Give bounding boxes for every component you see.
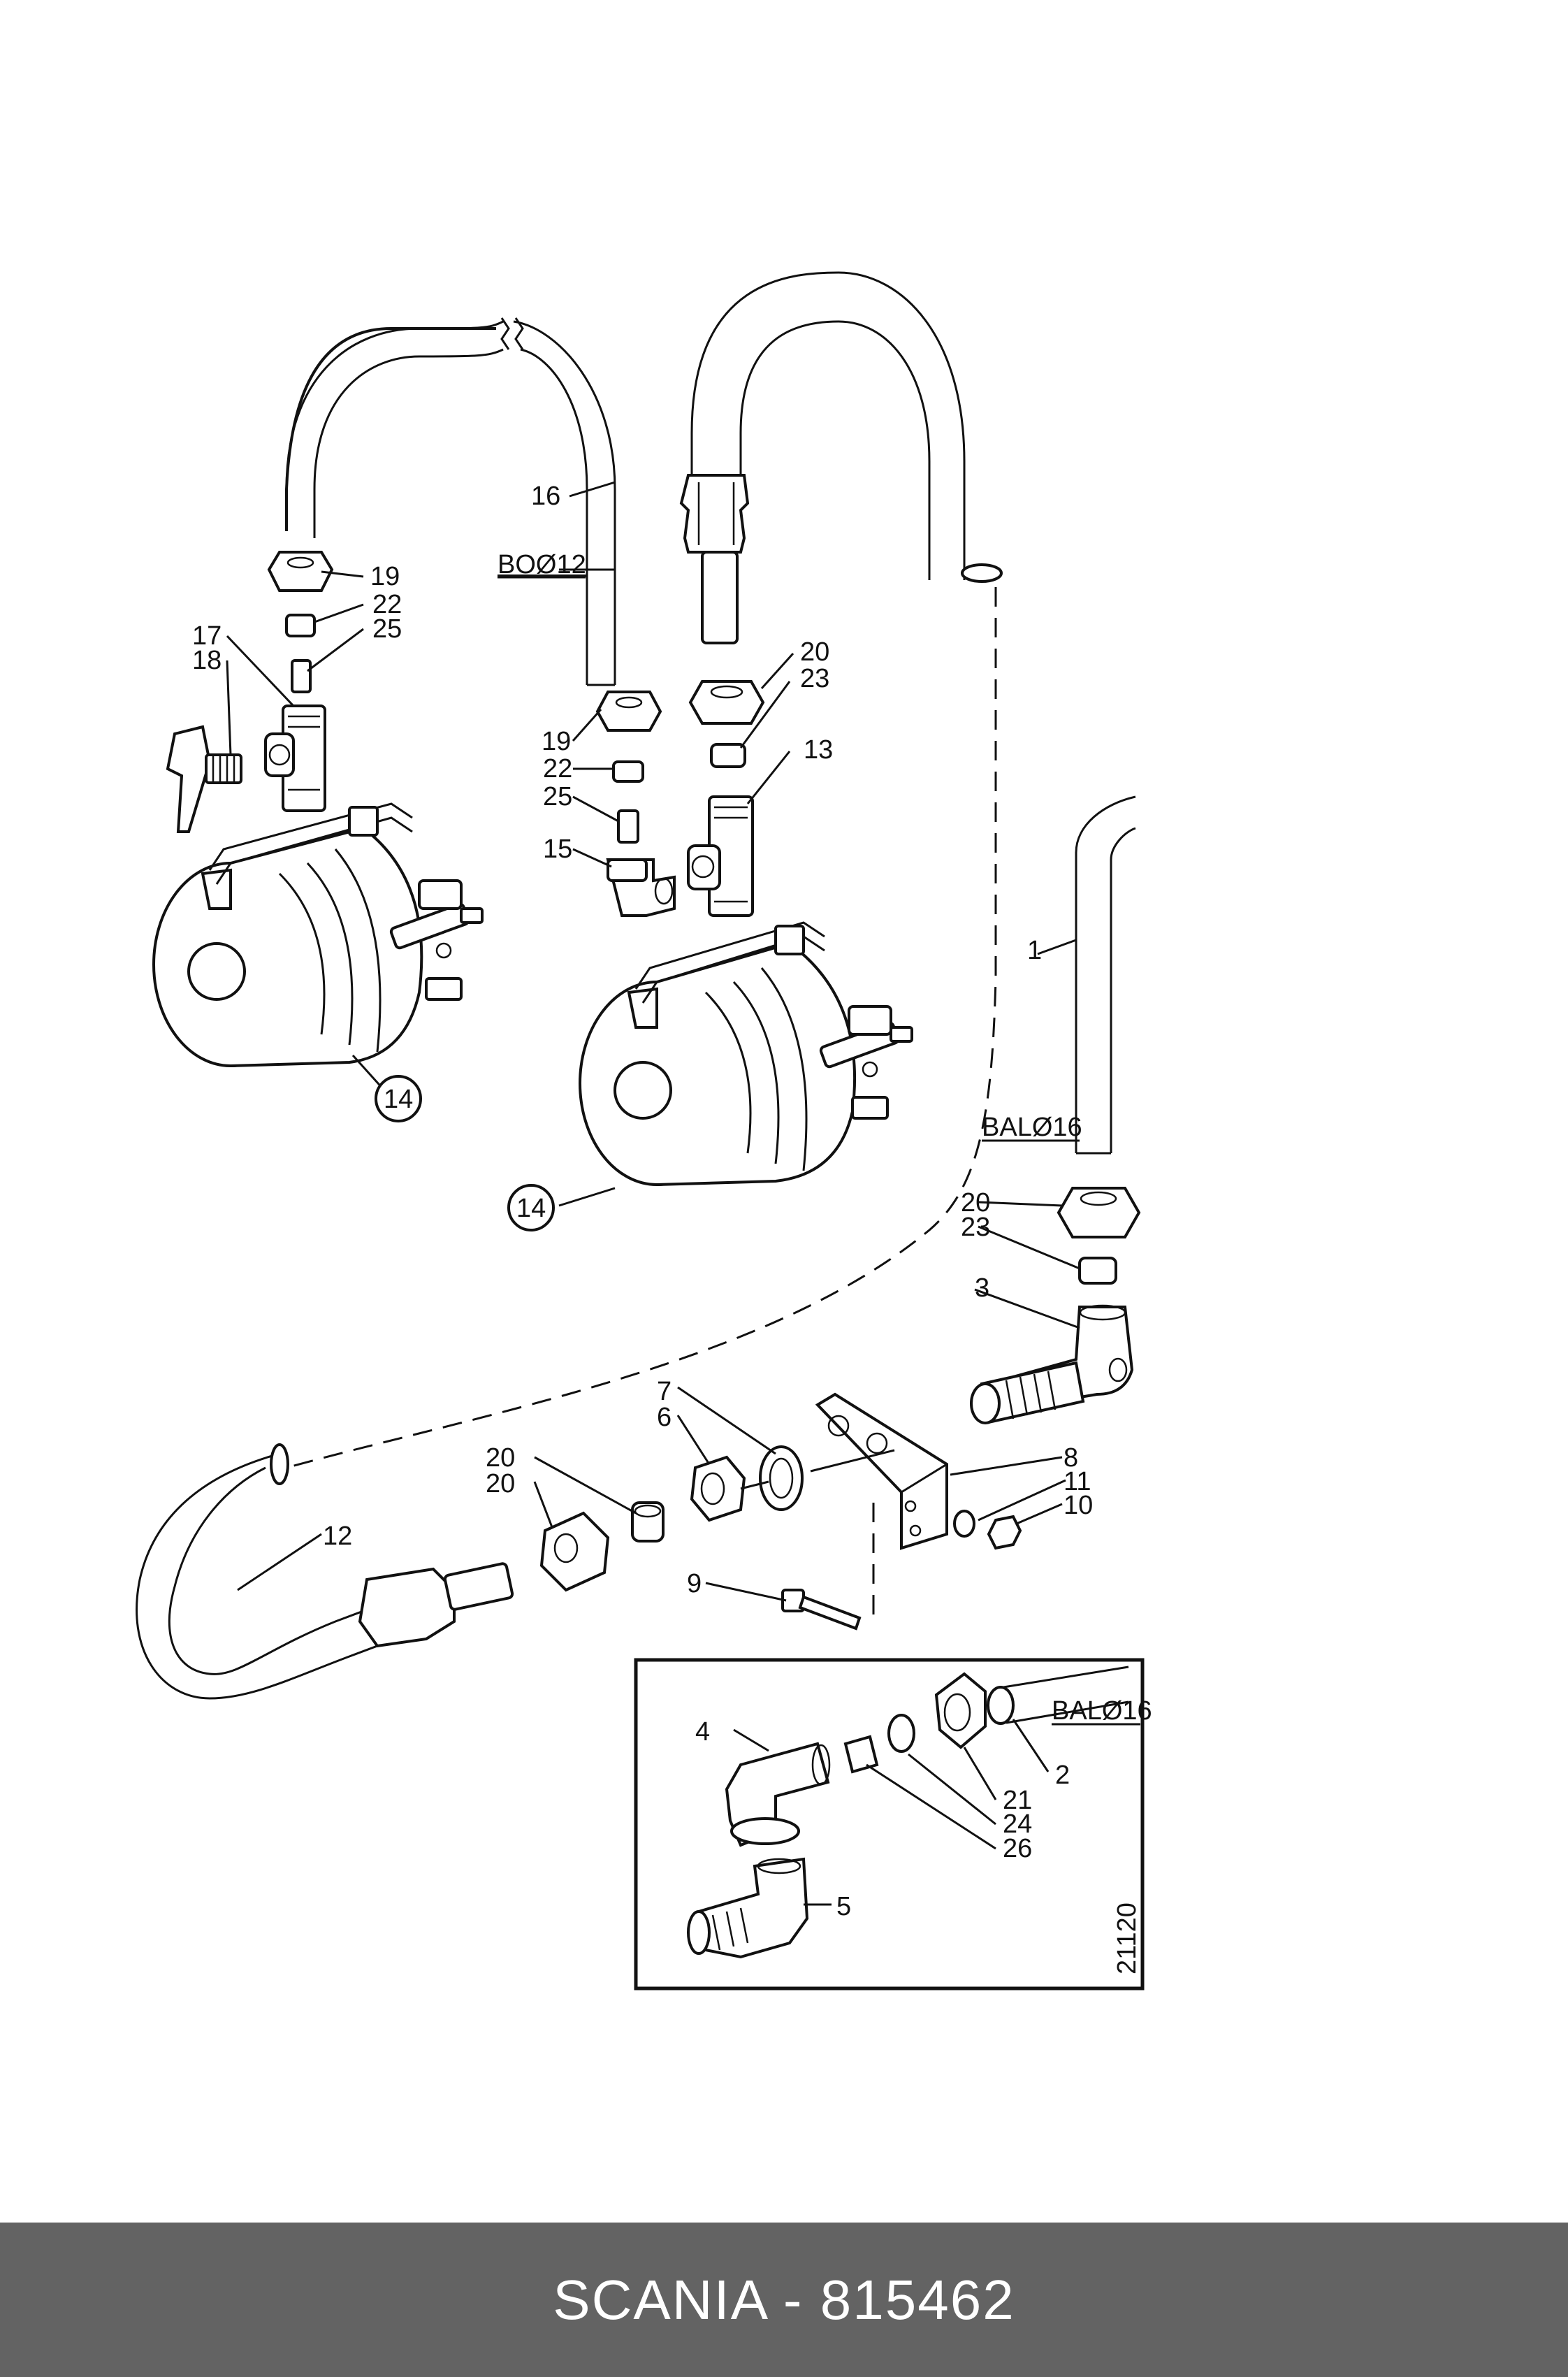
middle-fittings xyxy=(595,691,676,917)
callout-labels: 1 2 3 4 5 6 7 8 9 10 11 12 13 14 14 15 1… xyxy=(192,482,1152,1974)
callout-22-mid: 22 xyxy=(543,754,572,783)
callout-9: 9 xyxy=(687,1569,702,1598)
callout-20-top: 20 xyxy=(800,637,829,667)
callout-14-left: 14 xyxy=(384,1085,413,1114)
callout-10: 10 xyxy=(1064,1491,1093,1520)
callout-13: 13 xyxy=(804,735,833,765)
leader-lines xyxy=(226,481,1080,1906)
drawing-number: 21120 xyxy=(1112,1902,1142,1974)
callout-6: 6 xyxy=(657,1403,672,1432)
right-fittings xyxy=(687,680,765,917)
hose-16 xyxy=(285,317,616,686)
hose-12 xyxy=(136,1443,514,1700)
callout-4: 4 xyxy=(695,1717,710,1747)
callout-16: 16 xyxy=(531,482,560,511)
callout-circle-14-left xyxy=(375,1075,422,1122)
callout-20-right: 20 xyxy=(961,1188,990,1218)
callout-15: 15 xyxy=(543,835,572,864)
callout-19-mid: 19 xyxy=(542,727,571,756)
brake-chamber-right xyxy=(579,921,913,1186)
footer-title: SCANIA - 815462 xyxy=(553,2268,1015,2331)
parts-diagram: 1 2 3 4 5 6 7 8 9 10 11 12 13 14 14 15 1… xyxy=(136,271,1152,1991)
callout-12: 12 xyxy=(323,1522,352,1551)
callout-25-mid: 25 xyxy=(543,782,572,811)
callout-5: 5 xyxy=(836,1892,851,1921)
center-fittings xyxy=(539,1445,895,1592)
pipe-label-bal16-main: BALØ16 xyxy=(982,1113,1082,1142)
callout-1: 1 xyxy=(1027,936,1042,965)
callout-18: 18 xyxy=(192,646,222,675)
callout-2: 2 xyxy=(1055,1761,1070,1790)
hose-1 xyxy=(1075,795,1136,1155)
bolt-9 xyxy=(781,1589,862,1631)
right-lower-fittings xyxy=(970,1187,1141,1424)
footer-bar: SCANIA - 815462 xyxy=(0,2223,1568,2377)
callout-19-left: 19 xyxy=(370,562,400,591)
callout-21: 21 xyxy=(1003,1786,1032,1815)
callout-22-left: 22 xyxy=(372,590,402,619)
pipe-label-bal16-inset: BALØ16 xyxy=(1052,1696,1152,1726)
callout-20-center: 20 xyxy=(486,1469,515,1498)
callout-8: 8 xyxy=(1064,1443,1078,1473)
bracket-8 xyxy=(815,1392,948,1550)
callout-23-top: 23 xyxy=(800,664,829,693)
brake-chamber-left xyxy=(152,802,484,1067)
callout-14-right: 14 xyxy=(516,1194,546,1223)
dashed-centerlines xyxy=(286,587,997,1621)
callout-26: 26 xyxy=(1003,1834,1032,1863)
callout-3: 3 xyxy=(975,1273,989,1303)
callout-7: 7 xyxy=(657,1377,672,1406)
nut-10-washer-11 xyxy=(953,1510,1022,1550)
callout-17: 17 xyxy=(192,621,222,651)
callout-25-left: 25 xyxy=(372,614,402,644)
callout-23-right: 23 xyxy=(961,1213,990,1242)
callout-24: 24 xyxy=(1003,1809,1032,1839)
left-fittings xyxy=(166,551,334,833)
hose-right-u xyxy=(679,271,1003,644)
inset-box xyxy=(634,1658,1145,1991)
callout-11: 11 xyxy=(1064,1467,1091,1496)
pipe-label-bo12: BOØ12 xyxy=(498,550,586,579)
callout-23-center: 20 xyxy=(486,1443,515,1473)
callout-circle-14-right xyxy=(507,1184,555,1231)
